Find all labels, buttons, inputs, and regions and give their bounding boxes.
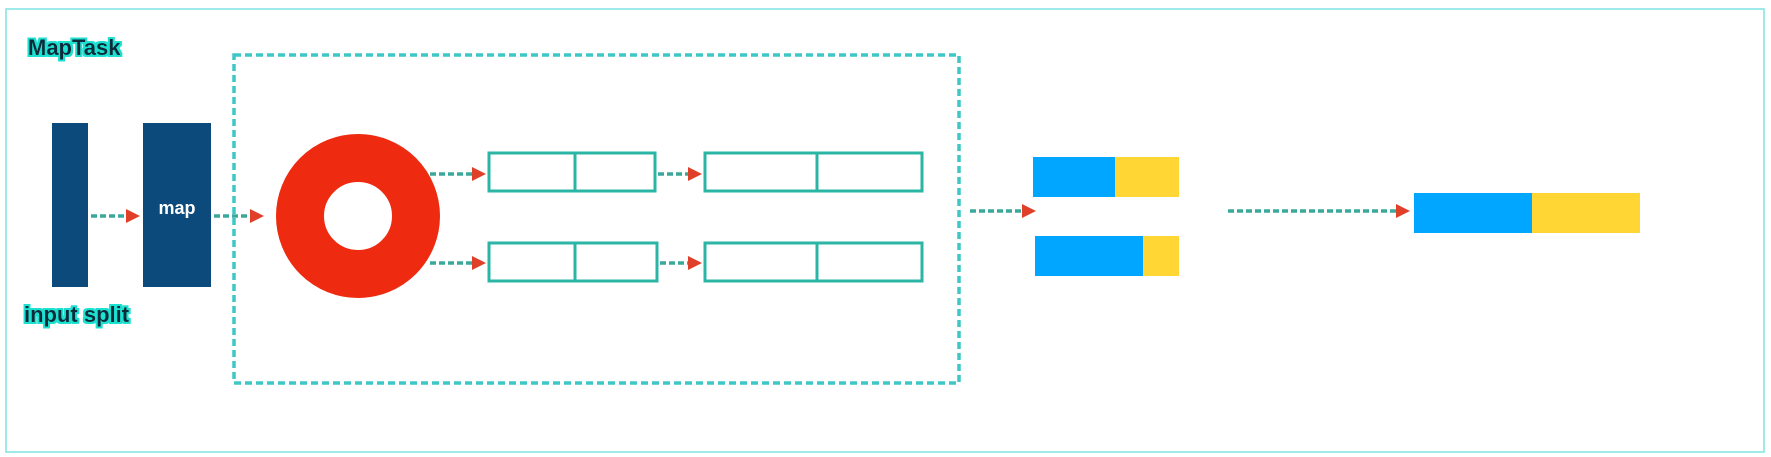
buffer-container	[232, 53, 961, 385]
spill-file-1-blue	[1033, 157, 1115, 197]
partition-cell	[487, 241, 577, 283]
merged-output-yellow	[1532, 193, 1640, 233]
sorted-cell	[703, 241, 819, 283]
input-split-label: input split	[24, 302, 130, 327]
input-split-bar	[52, 123, 88, 287]
spill-file-2-blue	[1035, 236, 1143, 276]
arrow-head-icon	[1022, 204, 1036, 218]
partition-cell	[573, 151, 657, 193]
map-box	[143, 123, 211, 287]
partition-cell	[573, 241, 659, 283]
maptask-title: MapTask	[28, 35, 121, 60]
ring-buffer-icon	[276, 134, 440, 298]
spill-file-1-yellow	[1115, 157, 1179, 197]
arrow-head-icon	[472, 167, 486, 181]
arrow-head-icon	[688, 256, 702, 270]
sorted-cell	[703, 151, 819, 193]
outer-frame	[5, 8, 1765, 453]
spill-file-2-yellow	[1143, 236, 1179, 276]
flow-arrows	[91, 167, 1410, 270]
arrow-head-icon	[250, 209, 264, 223]
arrow-head-icon	[126, 209, 140, 223]
sorted-cell	[815, 151, 924, 193]
arrow-head-icon	[688, 167, 702, 181]
sorted-cell	[815, 241, 924, 283]
arrow-head-icon	[472, 256, 486, 270]
map-label: map	[158, 198, 195, 218]
partition-cell	[487, 151, 577, 193]
merged-output-blue	[1414, 193, 1532, 233]
arrow-head-icon	[1396, 204, 1410, 218]
